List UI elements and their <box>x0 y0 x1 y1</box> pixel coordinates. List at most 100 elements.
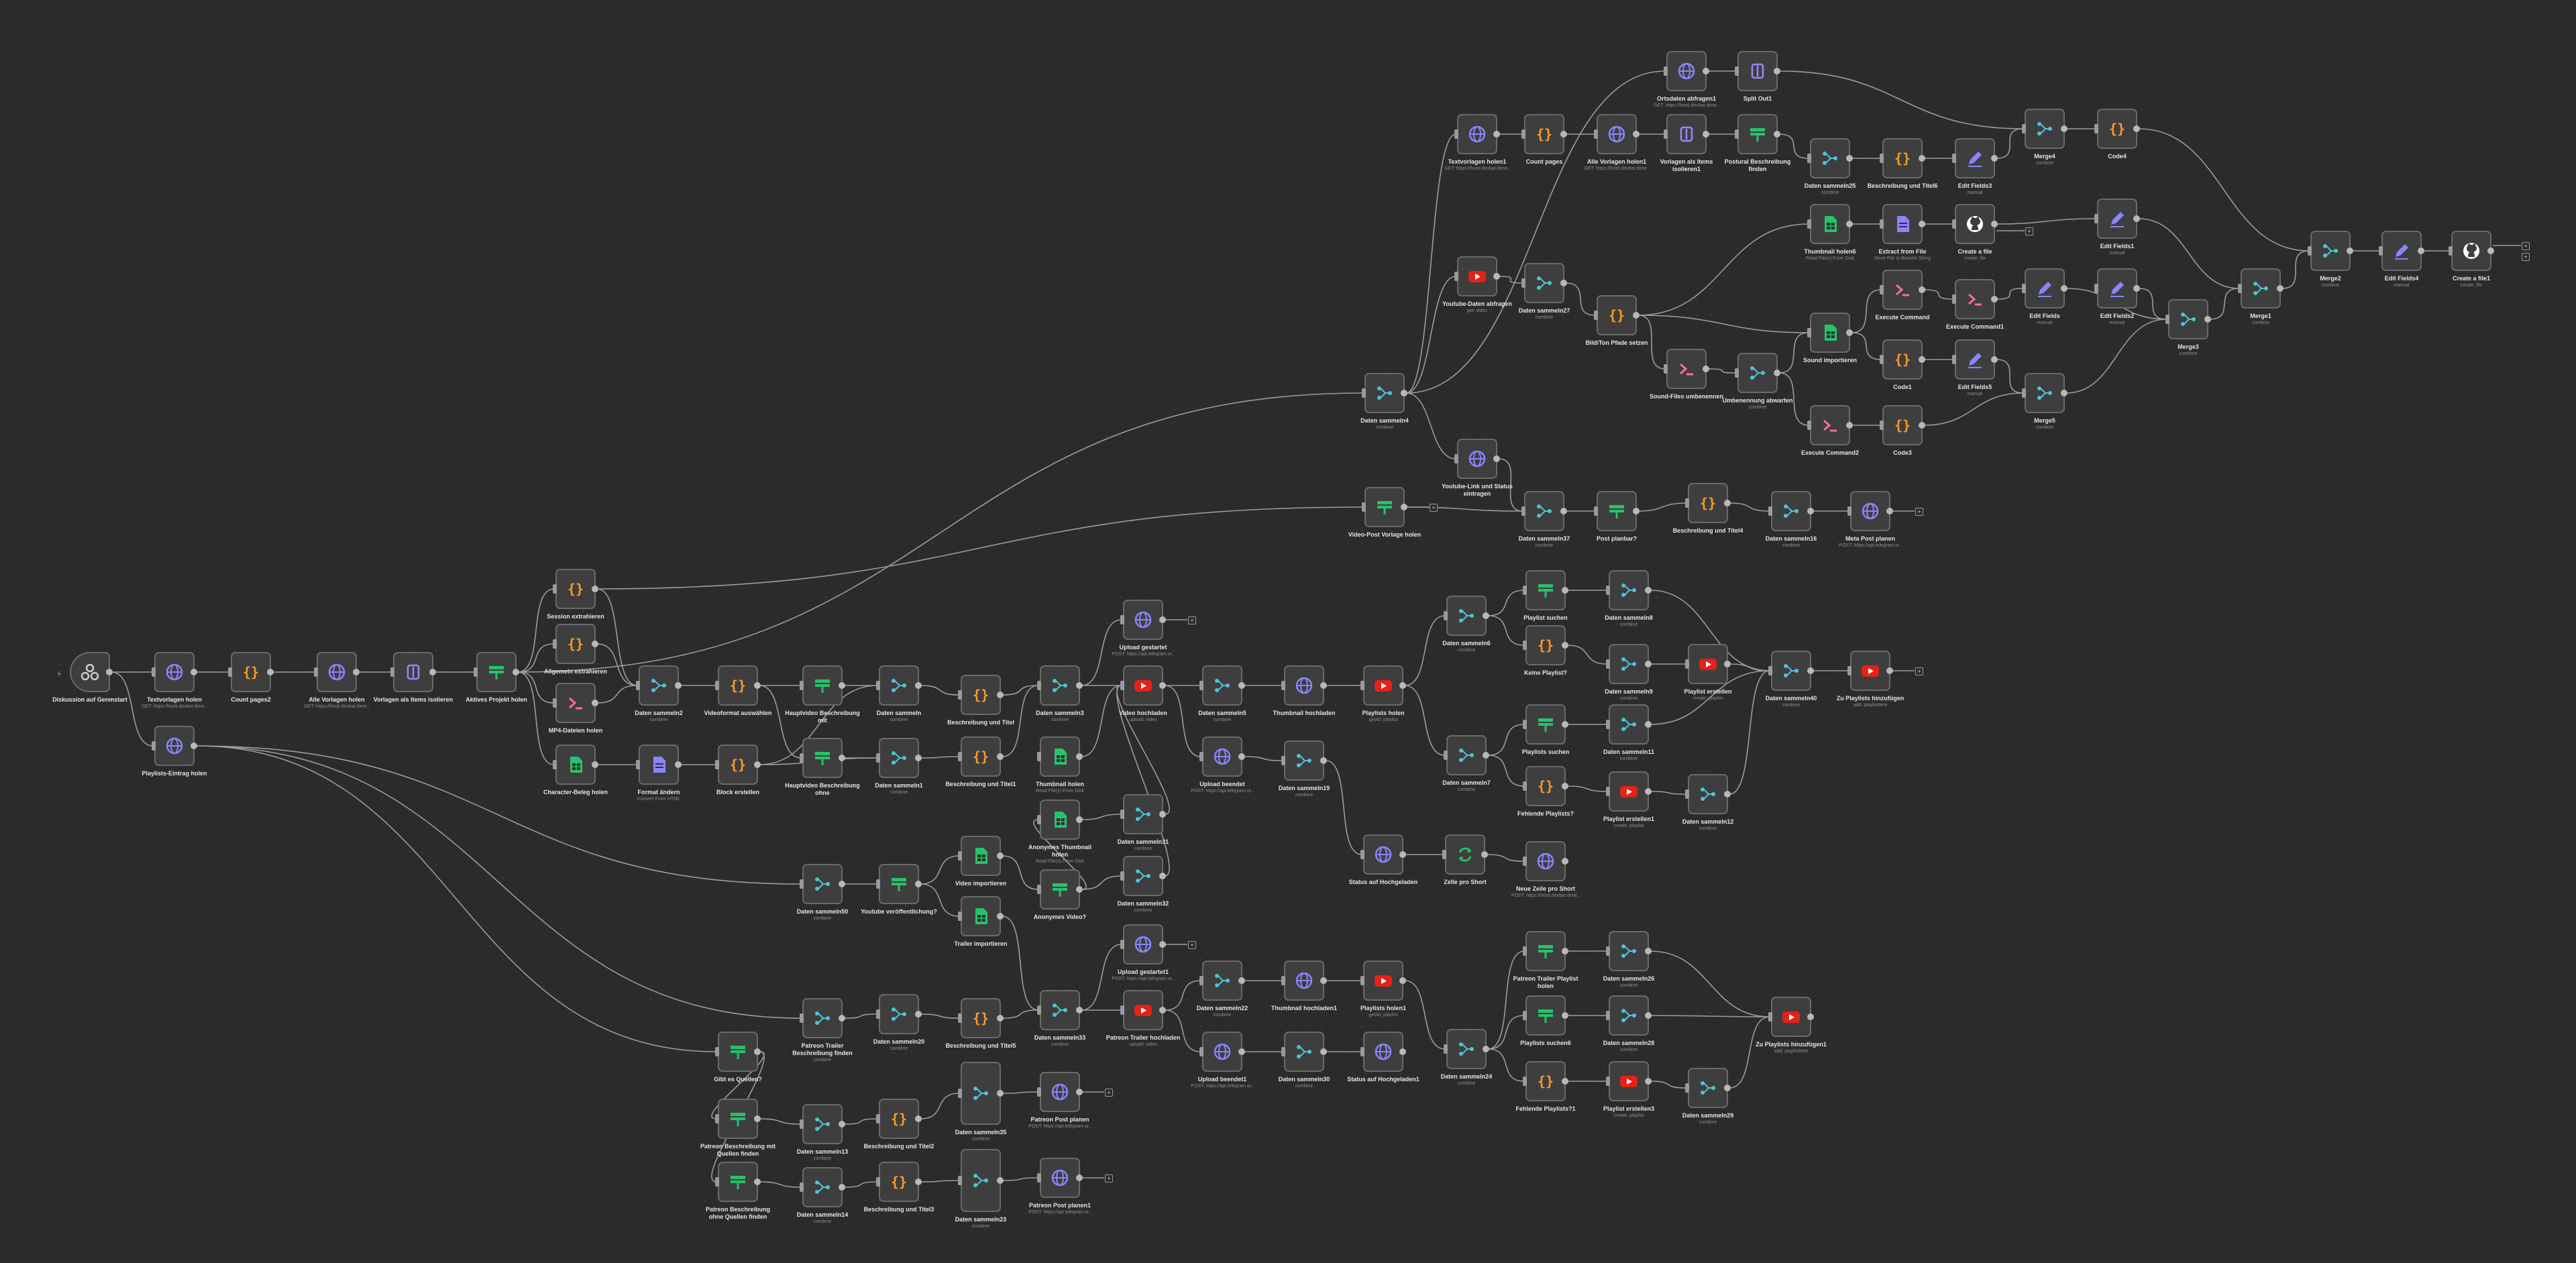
connection-n69-n70[interactable] <box>1498 276 1523 284</box>
node-beschreibung-und-titel4[interactable]: {}Beschreibung und Titel4 <box>1673 483 1743 534</box>
input-port[interactable] <box>715 681 719 690</box>
output-port[interactable] <box>1645 1078 1652 1085</box>
node-videoformat-ausw-hlen[interactable]: {}Videoformat auswählen <box>704 665 771 716</box>
input-port[interactable] <box>1807 154 1811 163</box>
output-port[interactable] <box>1493 131 1500 138</box>
input-port[interactable] <box>876 879 880 889</box>
output-port[interactable] <box>675 682 682 689</box>
connection-n56-n69[interactable] <box>1405 276 1456 394</box>
input-port[interactable] <box>1735 66 1739 76</box>
output-port[interactable] <box>2487 248 2494 254</box>
input-port[interactable] <box>553 584 557 594</box>
input-port[interactable] <box>1523 641 1527 650</box>
connection-n25-n29[interactable] <box>1243 756 1283 761</box>
node-count-pages2[interactable]: {}Count pages2 <box>228 652 274 703</box>
output-port[interactable] <box>1238 1048 1245 1055</box>
connection-n81-n82[interactable] <box>2282 250 2310 289</box>
connection-n29-n38[interactable] <box>1325 760 1362 855</box>
connection-n62-n67[interactable] <box>1778 70 2024 129</box>
input-port[interactable] <box>1199 681 1203 690</box>
output-port[interactable] <box>2277 285 2284 292</box>
add-node-plus-icon[interactable]: + <box>1188 616 1196 624</box>
connection-n30-n31[interactable] <box>1081 814 1122 820</box>
connection-n49-n53[interactable] <box>1650 670 1770 725</box>
add-node-plus-icon[interactable]: + <box>1915 667 1923 675</box>
input-port[interactable] <box>152 741 156 751</box>
input-port[interactable] <box>800 1013 804 1023</box>
node-zelle-pro-short[interactable]: Zelle pro Short <box>1442 834 1488 885</box>
add-node-plus-icon[interactable]: + <box>2522 253 2530 261</box>
input-port[interactable] <box>1952 294 1956 304</box>
output-port[interactable] <box>1562 587 1568 594</box>
connection-n108-n113[interactable] <box>1487 1048 1525 1082</box>
input-port[interactable] <box>1037 681 1041 690</box>
output-port[interactable] <box>754 1048 761 1055</box>
connection-n126-n128[interactable] <box>920 1180 960 1183</box>
output-port[interactable] <box>1645 788 1652 795</box>
connection-n71-n85[interactable] <box>1638 315 1809 333</box>
output-port[interactable] <box>1724 791 1731 798</box>
connection-n7-n11[interactable] <box>596 588 638 686</box>
input-port[interactable] <box>715 760 719 769</box>
output-port[interactable] <box>754 1115 761 1122</box>
output-port[interactable] <box>839 1184 845 1191</box>
connection-n101-n105[interactable] <box>1164 1009 1201 1052</box>
input-port[interactable] <box>958 1176 962 1185</box>
input-port[interactable] <box>1120 681 1124 690</box>
output-port[interactable] <box>1645 661 1652 667</box>
output-port[interactable] <box>1807 508 1814 514</box>
connection-n24-n25[interactable] <box>1164 685 1201 757</box>
connection-n77-n78[interactable] <box>1996 288 2024 300</box>
node-session-extrahieren[interactable]: {}Session extrahieren <box>547 569 604 620</box>
input-port[interactable] <box>1281 681 1285 690</box>
output-port[interactable] <box>1886 667 1893 674</box>
node-youtube-link-und-status-eintragen[interactable]: Youtube-Link und Status eintragen <box>1442 439 1513 497</box>
output-port[interactable] <box>675 761 682 768</box>
output-port[interactable] <box>1560 508 1567 514</box>
node-vorlagen-als-items-isolieren[interactable]: Vorlagen als Items isolieren <box>374 652 453 703</box>
output-port[interactable] <box>592 700 598 706</box>
node-thumbnail-hochladen[interactable]: Thumbnail hochladen <box>1273 665 1336 716</box>
connection-n20-n21[interactable] <box>1002 685 1039 757</box>
connection-n9-n11[interactable] <box>596 685 638 704</box>
connection-n7-n55[interactable] <box>596 506 1364 590</box>
node-status-auf-hochgeladen[interactable]: Status auf Hochgeladen <box>1349 834 1417 885</box>
output-port[interactable] <box>1401 504 1407 510</box>
connection-n127-n129[interactable] <box>1002 1091 1039 1094</box>
node-allgemein-extrahieren[interactable]: {}Allgemein extrahieren <box>544 624 607 675</box>
input-port[interactable] <box>1768 506 1772 516</box>
connection-n18-n20[interactable] <box>920 756 960 759</box>
input-port[interactable] <box>2308 246 2312 256</box>
input-port[interactable] <box>2094 284 2098 293</box>
connection-n96-n97[interactable] <box>1729 502 1770 512</box>
input-port[interactable] <box>1120 1005 1124 1015</box>
input-port[interactable] <box>1523 857 1527 866</box>
input-port[interactable] <box>1880 154 1884 163</box>
output-port[interactable] <box>915 682 922 689</box>
connection-n110-n116[interactable] <box>1650 950 1770 1018</box>
output-port[interactable] <box>2133 125 2140 132</box>
connection-n85-n88[interactable] <box>1851 332 1882 360</box>
input-port[interactable] <box>1880 219 1884 229</box>
node-hauptvideo-beschreibung-ohne[interactable]: Hauptvideo Beschreibung ohne <box>785 738 860 796</box>
connection-n6-n120[interactable] <box>195 745 717 1052</box>
input-port[interactable] <box>1768 1012 1772 1022</box>
connection-n74-n75[interactable] <box>1996 218 2096 225</box>
input-port[interactable] <box>2379 246 2383 256</box>
output-port[interactable] <box>1238 977 1245 984</box>
